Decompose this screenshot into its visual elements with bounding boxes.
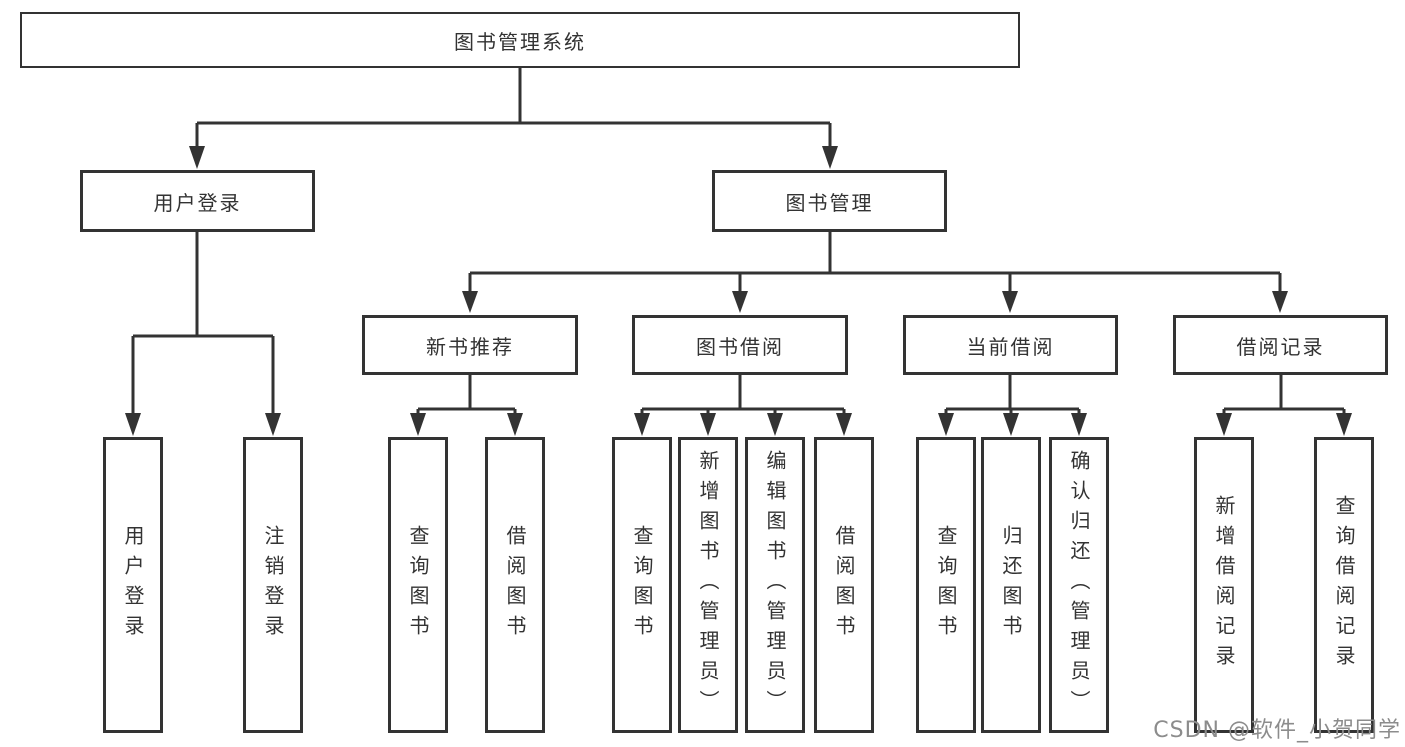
- leaf-add-book-admin: 新增图书（管理员）: [678, 437, 738, 733]
- leaf-query-books-recommend: 查询图书: [388, 437, 448, 733]
- leaf-return-books: 归还图书: [981, 437, 1041, 733]
- node-book-borrow: 图书借阅: [632, 315, 848, 375]
- leaf-borrow-books: 借阅图书: [814, 437, 874, 733]
- leaf-logout: 注销登录: [243, 437, 303, 733]
- node-borrow-records: 借阅记录: [1173, 315, 1388, 375]
- leaf-edit-book-admin: 编辑图书（管理员）: [745, 437, 805, 733]
- leaf-confirm-return-admin: 确认归还（管理员）: [1049, 437, 1109, 733]
- leaf-borrow-books-recommend: 借阅图书: [485, 437, 545, 733]
- node-new-book-recommend: 新书推荐: [362, 315, 578, 375]
- node-user-login: 用户登录: [80, 170, 315, 232]
- leaf-add-borrow-record: 新增借阅记录: [1194, 437, 1254, 733]
- node-book-management: 图书管理: [712, 170, 947, 232]
- leaf-query-books-current: 查询图书: [916, 437, 976, 733]
- leaf-user-login: 用户登录: [103, 437, 163, 733]
- csdn-watermark: CSDN @软件_小贺同学: [1153, 718, 1401, 743]
- leaf-query-books-borrow: 查询图书: [612, 437, 672, 733]
- node-system-root: 图书管理系统: [20, 12, 1020, 68]
- node-current-borrow: 当前借阅: [903, 315, 1118, 375]
- leaf-query-borrow-record: 查询借阅记录: [1314, 437, 1374, 733]
